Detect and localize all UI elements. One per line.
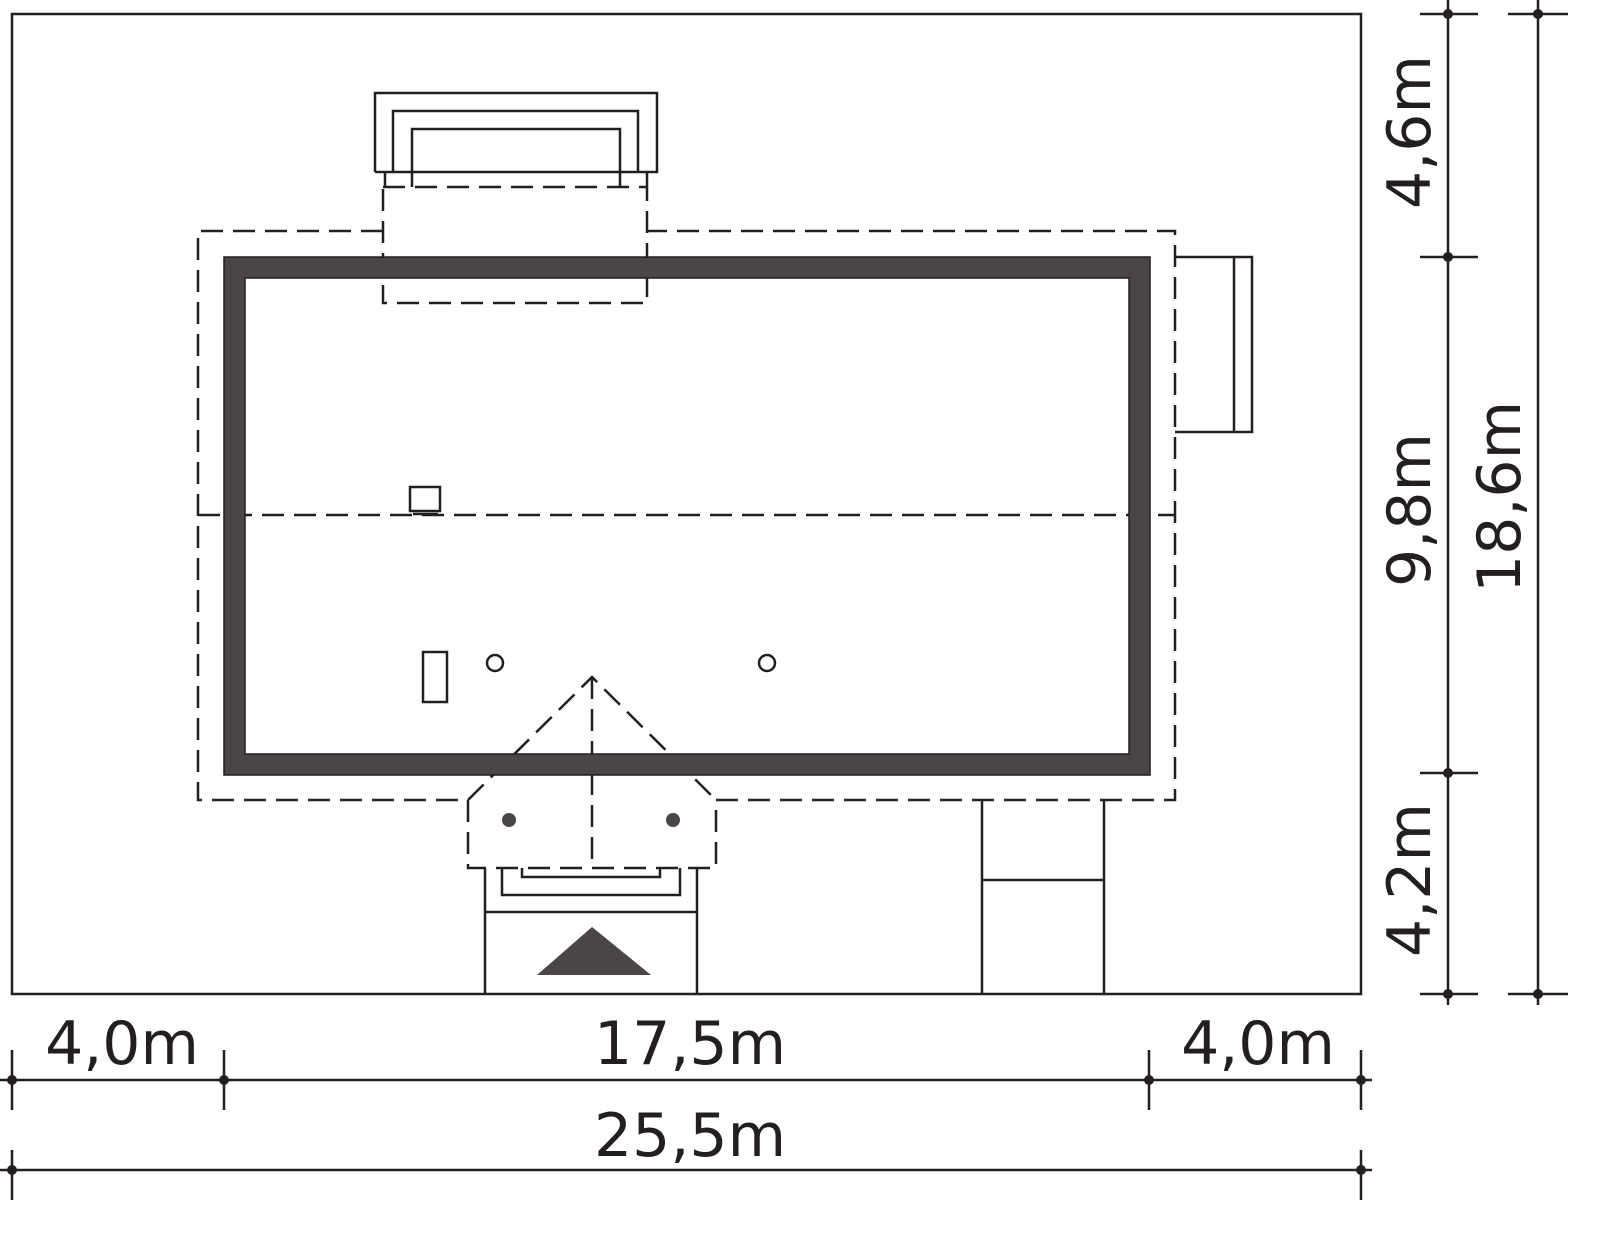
side-terrace: [1175, 255, 1254, 434]
dim-total-depth: 18,6m: [1465, 401, 1535, 593]
dim-middle: 9,8m: [1375, 433, 1445, 587]
house-walls: [224, 257, 1150, 775]
vertical-dimensions: 4,6m 9,8m 4,2m 18,6m: [1375, 0, 1568, 1005]
vent-icon: [757, 653, 777, 673]
dim-top: 4,6m: [1375, 55, 1445, 209]
vent-icon: [485, 653, 505, 673]
dim-center: 17,5m: [594, 1009, 786, 1079]
chimney: [408, 485, 442, 513]
driveway: [980, 800, 1106, 994]
dim-total-width: 25,5m: [594, 1101, 786, 1171]
entrance-path: [483, 868, 699, 994]
column-icon: [666, 813, 680, 827]
entrance-arrow-icon: [537, 927, 651, 975]
dim-left: 4,0m: [45, 1009, 199, 1079]
top-terrace: [373, 91, 659, 187]
dim-right: 4,0m: [1181, 1009, 1335, 1079]
dim-bottom: 4,2m: [1375, 803, 1445, 957]
plot-boundary: [10, 12, 1363, 996]
chimney-2: [421, 650, 449, 704]
column-icon: [502, 813, 516, 827]
horizontal-dimensions: 4,0m 17,5m 4,0m 25,5m: [0, 1009, 1372, 1200]
